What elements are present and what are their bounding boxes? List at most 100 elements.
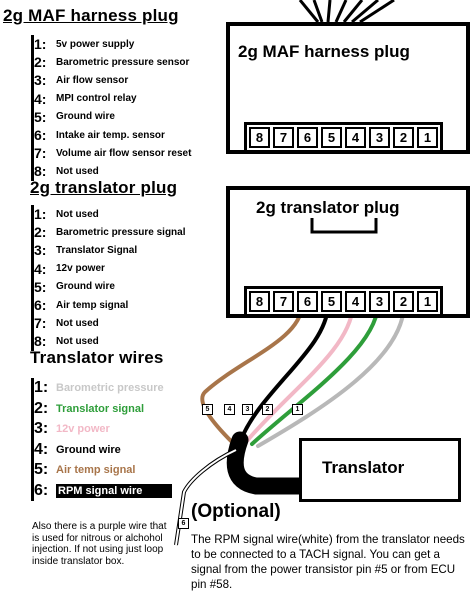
wire-12v [244, 304, 355, 444]
pin-label: Volume air flow sensor reset [56, 147, 192, 159]
wire-translator-signal [250, 304, 380, 446]
wire-label: Barometric pressure [56, 382, 164, 395]
pin-label: Not used [56, 335, 99, 347]
maf-pin-row: 3: Air flow sensor [34, 71, 191, 89]
translator-plug-pins: 8 7 6 5 4 3 2 1 [244, 286, 443, 317]
wire-tag: 5 [202, 404, 213, 415]
pin-label: Barometric pressure signal [56, 226, 186, 238]
wire-label: Air temp signal [56, 464, 136, 477]
wire-row: 4: Ground wire [34, 440, 172, 461]
pin-number: 3: [34, 72, 47, 89]
optional-label: (Optional) [191, 501, 281, 522]
pin-number: 5: [34, 108, 47, 125]
wire-tag: 4 [224, 404, 235, 415]
wire-number: 1: [34, 379, 49, 397]
pin-number: 7: [34, 145, 47, 162]
maf-pin-row: 1: 5v power supply [34, 35, 191, 53]
pin-label: Barometric pressure sensor [56, 56, 190, 68]
translator-wire-list: 1: Barometric pressure 2: Translator signa… [31, 378, 173, 502]
maf-pin-row: 4:MPI control relay [34, 90, 191, 108]
maf-plug: 2g MAF harness plug 8 7 6 5 4 3 2 1 [226, 22, 470, 154]
pin-label: Not used [56, 208, 99, 220]
translator-plug: 2g translator plug 8 7 6 5 4 3 2 1 [226, 186, 470, 318]
translator-box: Translator [299, 438, 461, 502]
translator-pin-row: 7:Not used [34, 314, 186, 332]
translator-plug-pin: 6 [297, 291, 318, 312]
wire-row: 1: Barometric pressure [34, 378, 172, 399]
maf-plug-pin: 2 [393, 127, 414, 148]
maf-pin-list: 1: 5v power supply 2:Barometric pressure … [31, 35, 191, 181]
translator-pin-row: 4: 12v power [34, 260, 186, 278]
translator-plug-pin: 2 [393, 291, 414, 312]
wire-row: 2: Translator signal [34, 399, 172, 420]
pin-label: 12v power [56, 263, 105, 275]
translator-pin-row: 2:Barometric pressure signal [34, 223, 186, 241]
maf-plug-pin: 1 [417, 127, 438, 148]
pin-number: 3: [34, 242, 47, 259]
translator-plug-heading: 2g translator plug [30, 178, 178, 197]
wire-tag: 3 [242, 404, 253, 415]
pin-label: Air flow sensor [56, 74, 129, 86]
rpm-wire-note: The RPM signal wire(white) from the tran… [191, 533, 465, 591]
wire-row: 6:RPM signal wire [34, 481, 173, 502]
wire-row: 3:12v power [34, 419, 172, 440]
wire-barometric [256, 304, 406, 448]
pin-number: 6: [34, 127, 47, 144]
wire-air-temp [200, 304, 304, 444]
wire-number: 3: [34, 420, 49, 438]
maf-heading: 2g MAF harness plug [3, 6, 179, 25]
maf-plug-pin: 4 [345, 127, 366, 148]
translator-pin-list: 1:Not used 2:Barometric pressure signal … [31, 205, 186, 351]
pin-number: 1: [34, 36, 47, 53]
wire-ground [238, 304, 330, 444]
translator-plug-pin: 4 [345, 291, 366, 312]
maf-pin-row: 8:Not used [34, 162, 191, 180]
translator-pin-row: 6: Air temp signal [34, 296, 186, 314]
pin-number: 6: [34, 297, 47, 314]
pin-number: 7: [34, 315, 47, 332]
translator-pin-row: 3: Translator Signal [34, 241, 186, 259]
maf-pin-row: 5: Ground wire [34, 108, 191, 126]
maf-plug-pin: 7 [273, 127, 294, 148]
pin-number: 5: [34, 278, 47, 295]
translator-box-label: Translator [322, 458, 405, 477]
wire-label: Translator signal [56, 402, 145, 415]
pin-number: 1: [34, 206, 47, 223]
wire-number: 2: [34, 399, 49, 417]
wire-number: 4: [34, 440, 49, 458]
translator-plug-nub [310, 205, 378, 234]
maf-plug-pin: 5 [321, 127, 342, 148]
translator-pin-row: 1: Not used [34, 205, 186, 223]
pin-number: 8: [34, 333, 47, 350]
wire-label: RPM signal wire [56, 483, 173, 498]
maf-harness-wires [298, 0, 395, 39]
pin-label: Not used [56, 165, 99, 177]
translator-wires [200, 304, 406, 448]
pin-number: 4: [34, 260, 47, 277]
maf-plug-pin: 3 [369, 127, 390, 148]
pin-label: 5v power supply [56, 38, 135, 50]
maf-plug-title: 2g MAF harness plug [238, 42, 410, 61]
maf-plug-pins: 8 7 6 5 4 3 2 1 [244, 122, 443, 153]
pin-label: Ground wire [56, 281, 115, 293]
pin-label: Intake air temp. sensor [56, 129, 165, 141]
translator-plug-pin: 5 [321, 291, 342, 312]
purple-wire-note: Also there is a purple wire that is used… [32, 521, 167, 567]
maf-pin-row: 2:Barometric pressure sensor [34, 53, 191, 71]
pin-label: Air temp signal [56, 299, 129, 311]
wire-tag: 6 [178, 518, 189, 529]
wire-tag: 2 [262, 404, 273, 415]
translator-wires-heading: Translator wires [30, 348, 164, 367]
pin-label: Translator Signal [56, 244, 138, 256]
pin-label: Ground wire [56, 111, 115, 123]
pin-label: MPI control relay [56, 93, 137, 105]
translator-plug-pin: 7 [273, 291, 294, 312]
maf-plug-pin: 8 [249, 127, 270, 148]
maf-pin-row: 7: Volume air flow sensor reset [34, 144, 191, 162]
translator-plug-pin: 3 [369, 291, 390, 312]
wire-row: 5:Air temp signal [34, 460, 172, 481]
translator-pin-row: 8: Not used [34, 332, 186, 350]
wire-label: Ground wire [56, 443, 121, 456]
translator-plug-pin: 1 [417, 291, 438, 312]
translator-pin-row: 5: Ground wire [34, 278, 186, 296]
